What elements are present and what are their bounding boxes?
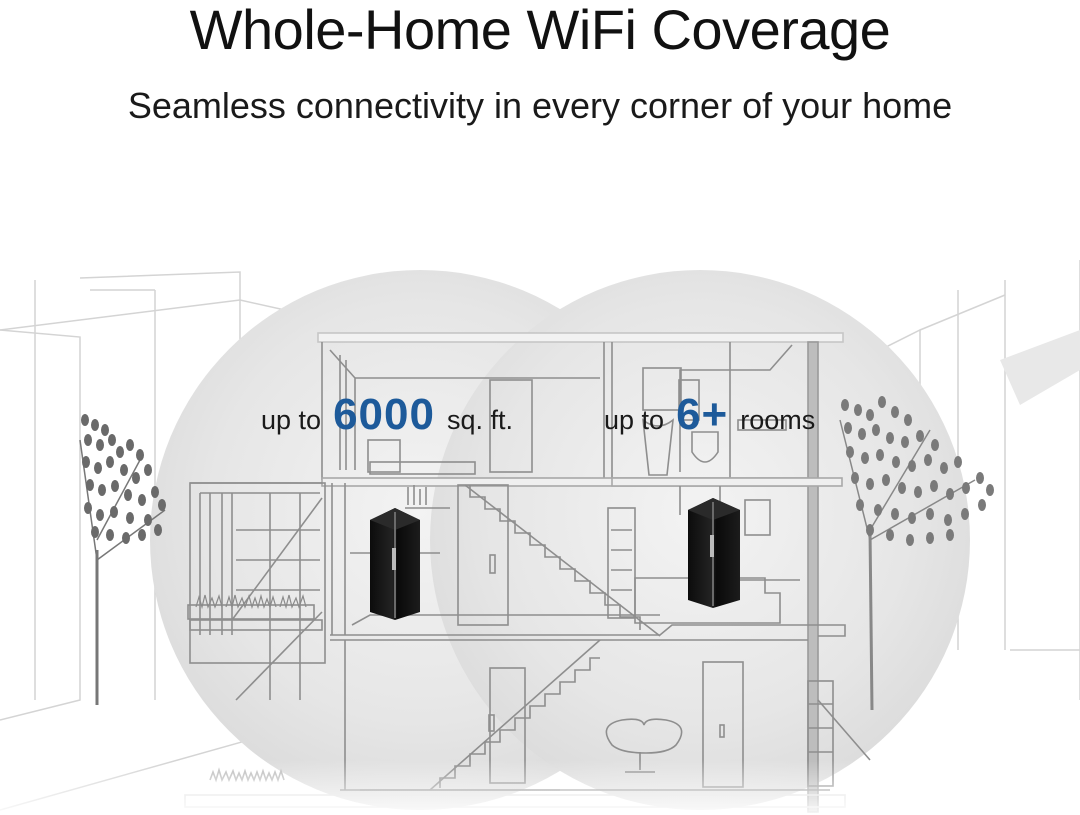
stat-value: 6000	[333, 390, 435, 439]
router-left-device	[370, 508, 420, 620]
coverage-area-stat: up to 6000 sq. ft.	[261, 390, 513, 440]
background-shadow-right	[1000, 330, 1080, 405]
tree-left	[79, 414, 166, 705]
page-subtitle: Seamless connectivity in every corner of…	[127, 85, 953, 126]
stat-value: 6+	[676, 390, 729, 439]
stat-unit: rooms	[740, 405, 816, 435]
stat-prefix: up to	[604, 405, 665, 435]
rooms-stat: up to 6+ rooms	[604, 390, 815, 440]
home-coverage-illustration	[0, 230, 1080, 815]
page-title: Whole-Home WiFi Coverage	[189, 0, 891, 61]
stat-prefix: up to	[261, 405, 322, 435]
tree-right	[839, 396, 994, 711]
router-right-device	[688, 498, 740, 608]
stat-unit: sq. ft.	[446, 405, 513, 435]
